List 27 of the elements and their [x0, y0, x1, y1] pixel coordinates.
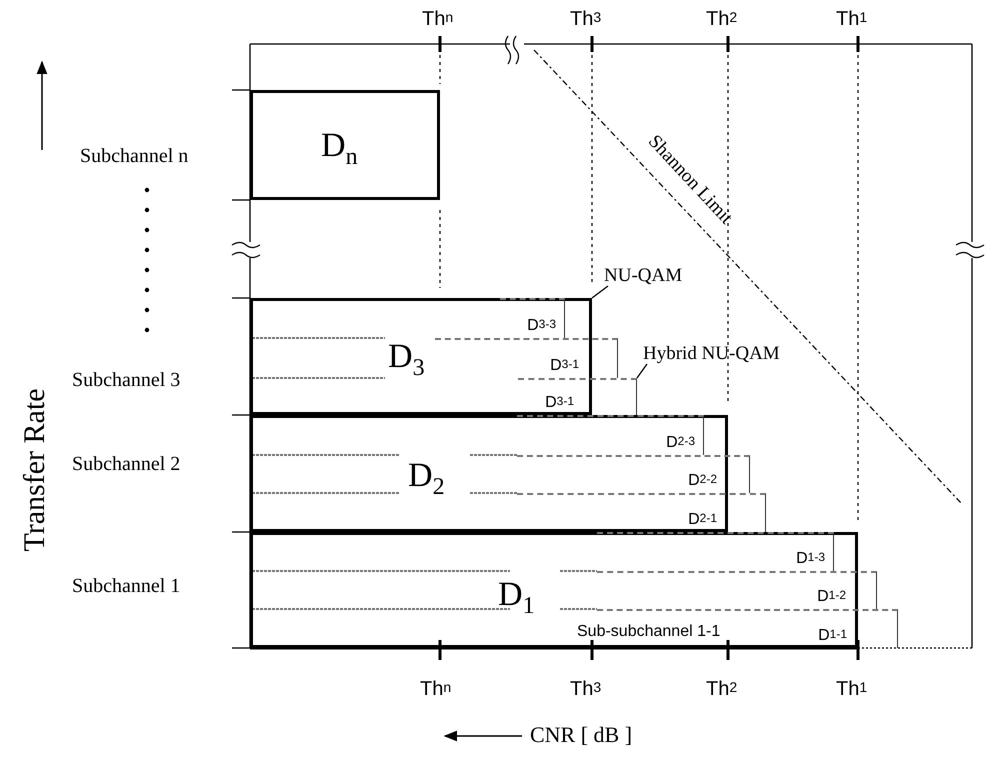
sub-block	[517, 415, 704, 455]
block-label: D$_{1}$	[498, 577, 535, 621]
data-block	[250, 90, 440, 200]
axis-title: Transfer Rate	[18, 388, 52, 552]
sub-block	[435, 338, 618, 378]
row-label: Subchannel n	[80, 145, 188, 168]
row-label: Subchannel 1	[72, 575, 180, 598]
sub-block	[597, 532, 834, 571]
data-block	[250, 532, 858, 648]
leader-line	[636, 364, 648, 378]
sub-block	[517, 493, 766, 532]
sub-block	[517, 455, 750, 493]
sub-block	[518, 378, 637, 415]
callout-label: NU-QAM	[604, 264, 700, 288]
axis-title: CNR [ dB ]	[530, 722, 632, 748]
leader-line	[592, 285, 608, 299]
row-label: Subchannel 2	[72, 453, 180, 476]
block-label: D$_{3}$	[388, 339, 425, 383]
row-label: Subchannel 3	[72, 369, 180, 392]
row-label: Sub-subchannel 1-1	[577, 622, 720, 642]
block-label: D$_{2}$	[408, 458, 445, 502]
data-block	[250, 298, 592, 415]
callout-label: Hybrid NU-QAM	[643, 342, 803, 366]
sub-block	[597, 571, 877, 609]
sub-block	[500, 298, 565, 338]
block-label: D$_{n}$	[321, 128, 358, 172]
data-block	[250, 415, 728, 532]
